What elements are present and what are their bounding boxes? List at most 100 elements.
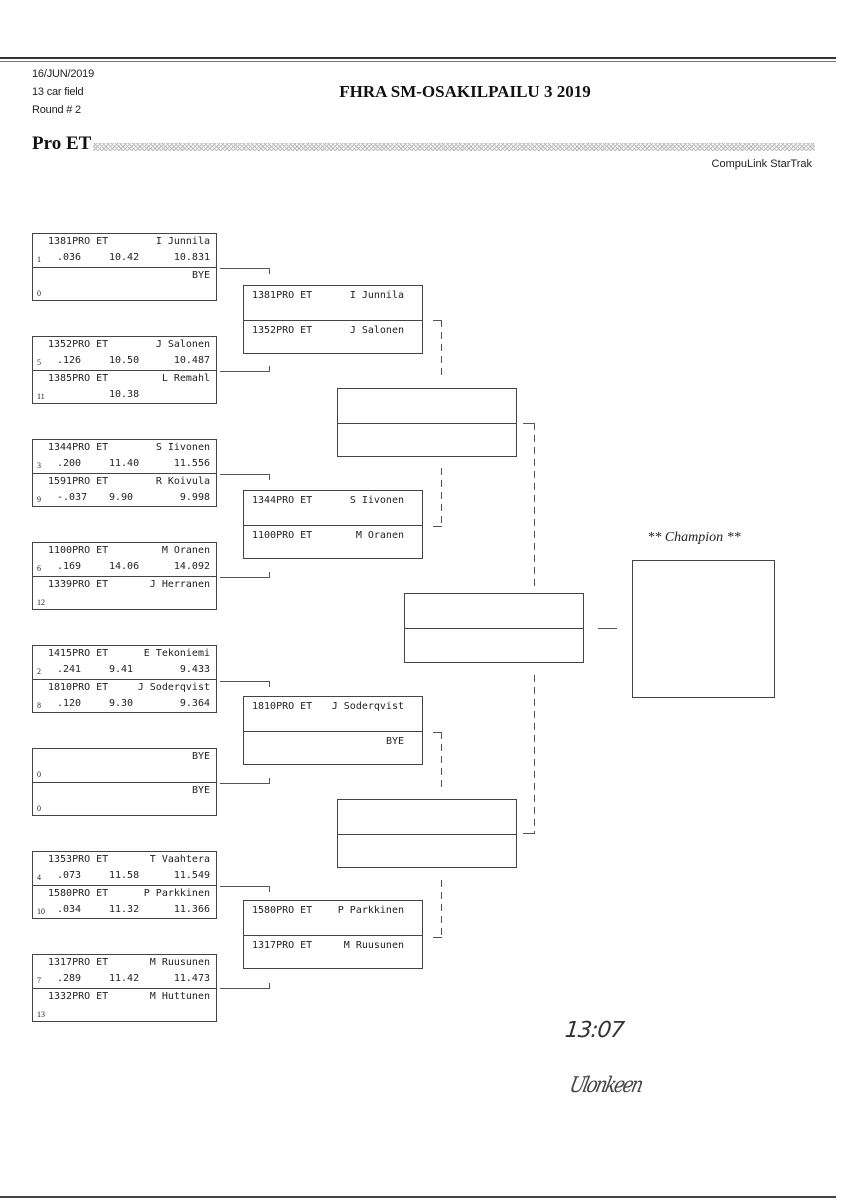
result-line: 0	[33, 767, 216, 780]
racer-line: 1591PRO ET R Koivula	[33, 476, 216, 489]
connector-tick	[269, 778, 270, 784]
dial-in: 14.06	[109, 561, 140, 572]
racer-line	[405, 598, 583, 611]
racer-slot-top	[405, 594, 583, 629]
racer-name: J Salonen	[155, 339, 210, 350]
racer-name: P Parkkinen	[337, 905, 404, 916]
connector-line	[433, 732, 442, 733]
racer-line	[338, 428, 516, 441]
result-line: 13	[33, 1007, 216, 1020]
connector-line	[523, 423, 535, 424]
software-name: CompuLink StarTrak	[711, 158, 812, 170]
racer-name: M Ruusunen	[343, 940, 404, 951]
racer-name: R Koivula	[155, 476, 210, 487]
car-number: 1352PRO ET	[252, 325, 313, 336]
racer-slot-bottom	[405, 628, 583, 663]
dial-in: 10.38	[109, 389, 140, 400]
racer-name: P Parkkinen	[143, 888, 210, 899]
top-rule-thin	[0, 61, 836, 62]
racer-line	[338, 393, 516, 406]
result-line: 0	[33, 286, 216, 299]
racer-name: S Iivonen	[155, 442, 210, 453]
car-number: 1352PRO ET	[48, 339, 109, 350]
racer-name: E Tekoniemi	[143, 648, 210, 659]
reaction-time: .120	[57, 698, 82, 709]
racer-slot-top: BYE 0	[33, 749, 216, 782]
round3-matchup	[337, 388, 517, 457]
racer-name: I Junnila	[349, 290, 404, 301]
reaction-time: .241	[57, 664, 82, 675]
connector-line	[220, 886, 270, 887]
racer-line	[405, 633, 583, 646]
seed-number: 10	[37, 907, 45, 916]
racer-line: BYE	[33, 751, 216, 764]
racer-slot-bottom: 1317PRO ET M Ruusunen	[244, 935, 422, 969]
connector-dashed	[534, 675, 535, 833]
connector-tick	[269, 474, 270, 480]
dial-in: 11.40	[109, 458, 140, 469]
car-number: 1591PRO ET	[48, 476, 109, 487]
connector-dashed	[441, 320, 442, 378]
seed-number: 0	[37, 804, 41, 813]
seed-number: 0	[37, 770, 41, 779]
seed-number: 1	[37, 255, 41, 264]
reaction-time: .073	[57, 870, 82, 881]
racer-name: M Oranen	[355, 530, 404, 541]
connector-line	[220, 783, 270, 784]
car-number: 1344PRO ET	[48, 442, 109, 453]
racer-line: 1352PRO ET J Salonen	[33, 339, 216, 352]
connector-tick	[269, 366, 270, 372]
champion-label: ** Champion **	[647, 530, 741, 545]
dial-in: 11.42	[109, 973, 140, 984]
event-title: FHRA SM-OSAKILPAILU 3 2019	[339, 82, 591, 101]
connector-dashed	[441, 468, 442, 526]
racer-name: L Remahl	[161, 373, 210, 384]
connector-tick	[269, 886, 270, 892]
connector-tick	[269, 268, 270, 274]
round3-matchup	[337, 799, 517, 868]
racer-line: 1810PRO ET J Soderqvist	[33, 682, 216, 695]
connector-line	[433, 320, 442, 321]
elapsed-time: 9.433	[179, 664, 210, 675]
car-number: 1100PRO ET	[252, 530, 313, 541]
reaction-time: .169	[57, 561, 82, 572]
result-line: 0	[33, 801, 216, 814]
seed-number: 0	[37, 289, 41, 298]
car-number: 1317PRO ET	[252, 940, 313, 951]
connector-line	[433, 937, 442, 938]
connector-line	[220, 681, 270, 682]
connector-line	[220, 577, 270, 578]
racer-line: BYE	[33, 270, 216, 283]
seed-number: 2	[37, 667, 41, 676]
racer-slot-bottom	[338, 423, 516, 457]
racer-slot-top	[338, 800, 516, 834]
racer-name: J Soderqvist	[137, 682, 210, 693]
car-number: 1810PRO ET	[48, 682, 109, 693]
top-rule	[0, 57, 836, 59]
reaction-time: .200	[57, 458, 82, 469]
